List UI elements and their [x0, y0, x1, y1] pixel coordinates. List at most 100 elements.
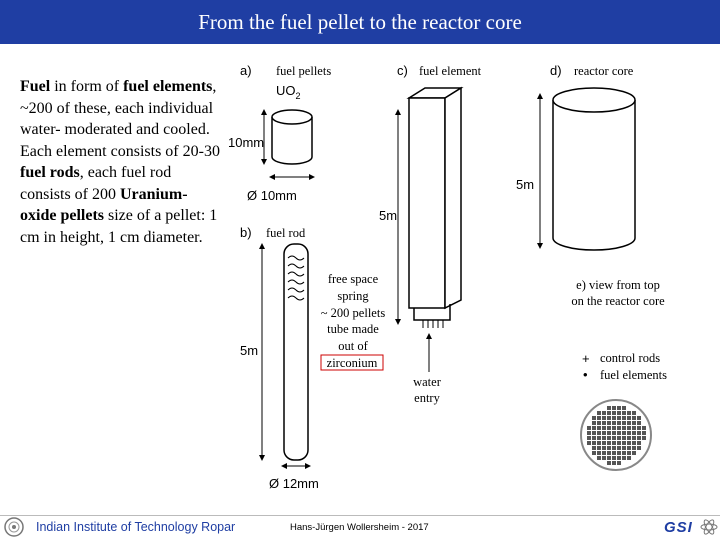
- fuel-element-cell: [592, 416, 596, 420]
- fuel-element-cell: [607, 441, 611, 445]
- fuel-element-cell: [622, 426, 626, 430]
- fuel-element-cell: [637, 421, 641, 425]
- fuel-element-cell: [612, 451, 616, 455]
- footer-author: Hans-Jürgen Wollersheim - 2017: [290, 522, 429, 533]
- fuel-element-cell: [612, 421, 616, 425]
- dim-5m-core: 5m: [516, 177, 534, 192]
- fuel-element-cell: [592, 421, 596, 425]
- fuel-element-cell: [637, 416, 641, 420]
- fuel-element-cell: [632, 451, 636, 455]
- label-fuel-rod: fuel rod: [266, 226, 306, 240]
- atom-logo-icon: [700, 519, 718, 535]
- fuel-element-cell: [622, 411, 626, 415]
- fuel-element-cell: [597, 456, 601, 460]
- legend-fuel-elements: fuel elements: [600, 368, 667, 382]
- fuel-element-cell: [612, 436, 616, 440]
- fuel-element-cell: [607, 461, 611, 465]
- dim-10mm-height: 10mm: [228, 135, 264, 150]
- label-out-of: out of: [338, 339, 368, 353]
- fuel-element-cell: [642, 436, 646, 440]
- label-fuel-pellets: fuel pellets: [276, 64, 331, 78]
- body-fuel: Fuel: [20, 78, 51, 95]
- fuel-element-cell: [632, 411, 636, 415]
- fuel-element-cell: [617, 461, 621, 465]
- fuel-element-cell: [617, 416, 621, 420]
- pellet-shape: [271, 109, 313, 165]
- fuel-element-cell: [607, 426, 611, 430]
- legend-dot-symbol: •: [583, 367, 588, 382]
- fuel-element-cell: [602, 451, 606, 455]
- fuel-element-cell: [597, 416, 601, 420]
- title-bar: [0, 0, 720, 44]
- core-top-view: [580, 399, 652, 471]
- fuel-element-cell: [602, 416, 606, 420]
- label-spring: spring: [337, 289, 369, 303]
- fuel-element-cell: [622, 431, 626, 435]
- fuel-element-cell: [592, 431, 596, 435]
- fuel-element-cell: [612, 431, 616, 435]
- fuel-element-cell: [612, 441, 616, 445]
- fuel-element-cell: [602, 426, 606, 430]
- fuel-element-cell: [627, 411, 631, 415]
- fuel-element-cell: [602, 446, 606, 450]
- fuel-element-cell: [627, 456, 631, 460]
- footer-institute: Indian Institute of Technology Ropar: [36, 520, 236, 534]
- fuel-element-cell: [592, 441, 596, 445]
- slide-title: From the fuel pellet to the reactor core: [198, 10, 522, 34]
- fuel-element-cell: [592, 446, 596, 450]
- label-tube-made: tube made: [327, 322, 379, 336]
- fuel-element-cell: [632, 446, 636, 450]
- fuel-element-cell: [617, 451, 621, 455]
- label-entry: entry: [414, 391, 440, 405]
- fuel-element-cell: [637, 426, 641, 430]
- fuel-rod-shape: [283, 243, 309, 461]
- fuel-element-cell: [597, 451, 601, 455]
- dim-5m-rod: 5m: [240, 343, 258, 358]
- footer-divider: [0, 515, 720, 516]
- fuel-element-cell: [612, 416, 616, 420]
- fuel-element-cell: [607, 431, 611, 435]
- dim-5m-element: 5m: [379, 208, 397, 223]
- fuel-element-cell: [612, 411, 616, 415]
- fuel-element-cell: [612, 406, 616, 410]
- fuel-element-cell: [617, 421, 621, 425]
- label-fuel-element: fuel element: [419, 64, 482, 78]
- fuel-element-cell: [627, 441, 631, 445]
- fuel-element-cell: [622, 451, 626, 455]
- fuel-element-cell: [627, 416, 631, 420]
- fuel-element-cell: [627, 451, 631, 455]
- label-a-letter: a): [240, 63, 252, 78]
- fuel-element-cell: [597, 436, 601, 440]
- fuel-element-cell: [622, 436, 626, 440]
- fuel-element-cell: [597, 421, 601, 425]
- fuel-element-cell: [587, 426, 591, 430]
- body-fuel-elements: fuel elements: [123, 78, 213, 95]
- fuel-element-cell: [617, 426, 621, 430]
- label-free-space: free space: [328, 272, 379, 286]
- fuel-element-cell: [637, 436, 641, 440]
- fuel-element-cell: [632, 416, 636, 420]
- label-reactor-core: reactor core: [574, 64, 634, 78]
- fuel-element-cell: [617, 406, 621, 410]
- fuel-element-cell: [617, 436, 621, 440]
- body-fuel-rods: fuel rods: [20, 164, 80, 181]
- label-e-line2: on the reactor core: [571, 294, 665, 308]
- fuel-element-cell: [612, 456, 616, 460]
- fuel-element-cell: [602, 421, 606, 425]
- label-water: water: [413, 375, 442, 389]
- fuel-element-cell: [602, 436, 606, 440]
- fuel-element-cell: [592, 426, 596, 430]
- fuel-element-cell: [592, 436, 596, 440]
- fuel-element-cell: [637, 446, 641, 450]
- fuel-element-cell: [642, 431, 646, 435]
- fuel-element-cell: [597, 411, 601, 415]
- fuel-element-cell: [607, 411, 611, 415]
- fuel-element-cell: [622, 421, 626, 425]
- label-d-letter: d): [550, 63, 562, 78]
- fuel-element-cell: [597, 426, 601, 430]
- fuel-element-cell: [607, 456, 611, 460]
- fuel-element-cell: [617, 441, 621, 445]
- label-zirconium: zirconium: [327, 356, 378, 370]
- body-part: in form of: [50, 78, 124, 95]
- fuel-element-cell: [607, 421, 611, 425]
